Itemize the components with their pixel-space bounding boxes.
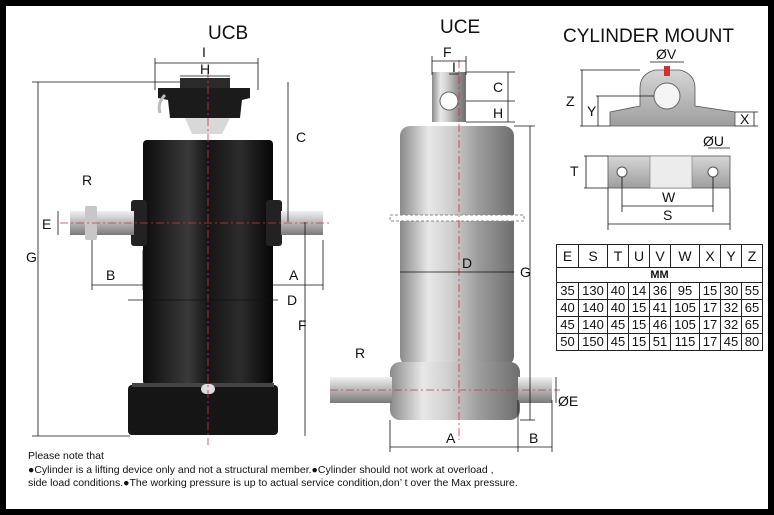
spec-table: E S T U V W X Y Z MM 35 130 40 14 36 95 …: [556, 244, 763, 351]
spec-header-t: T: [607, 244, 629, 268]
ucb-dimensions: [32, 58, 330, 445]
spec-header-u: U: [628, 244, 650, 268]
spec-unit: MM: [556, 267, 763, 283]
table-cell: 14: [628, 282, 650, 300]
uce-label-c: C: [493, 79, 503, 95]
notes-heading: Please note that: [28, 450, 104, 462]
table-cell: 115: [670, 333, 700, 351]
ucb-label-f: F: [298, 317, 307, 333]
table-cell: 40: [607, 282, 629, 300]
uce-label-r: R: [355, 345, 365, 361]
mount-top-view: [607, 155, 731, 189]
ucb-label-a: A: [289, 267, 299, 283]
table-cell: 105: [670, 316, 700, 334]
table-row: 35 130 40 14 36 95 15 30 55: [556, 282, 763, 300]
spec-header-w: W: [670, 244, 700, 268]
table-cell: 15: [699, 282, 721, 300]
uce-dimensions: [330, 56, 560, 452]
table-cell: 40: [607, 299, 629, 317]
table-row: 50 150 45 15 51 115 17 45 80: [556, 333, 763, 351]
table-cell: 32: [720, 299, 742, 317]
mount-label-y: Y: [587, 103, 597, 119]
ucb-label-b: B: [106, 267, 115, 283]
table-cell: 36: [649, 282, 671, 300]
table-cell: 55: [741, 282, 763, 300]
ucb-title: UCB: [208, 23, 248, 44]
table-cell: 45: [556, 316, 579, 334]
ucb-label-c: C: [296, 129, 306, 145]
table-cell: 150: [578, 333, 608, 351]
uce-label-g: G: [520, 264, 531, 280]
spec-unit-row: MM: [556, 267, 763, 283]
ucb-label-e: E: [42, 216, 51, 232]
table-cell: 46: [649, 316, 671, 334]
table-cell: 45: [607, 316, 629, 334]
mount-title: CYLINDER MOUNT: [563, 26, 734, 47]
table-cell: 80: [741, 333, 763, 351]
table-cell: 50: [556, 333, 579, 351]
mount-label-u: ØU: [703, 133, 724, 149]
spec-header-s: S: [578, 244, 608, 268]
notes-line-1: ●Cylinder is a lifting device only and n…: [28, 463, 494, 476]
table-cell: 105: [670, 299, 700, 317]
table-cell: 95: [670, 282, 700, 300]
table-cell: 17: [699, 299, 721, 317]
table-row: 45 140 45 15 46 105 17 32 65: [556, 316, 763, 334]
table-cell: 15: [628, 316, 650, 334]
uce-label-e: ØE: [558, 393, 578, 409]
ucb-cylinder: [70, 78, 323, 435]
uce-title: UCE: [440, 17, 480, 38]
table-cell: 45: [720, 333, 742, 351]
ucb-label-g: G: [26, 249, 37, 265]
table-cell: 32: [720, 316, 742, 334]
table-cell: 30: [720, 282, 742, 300]
table-row: 40 140 40 15 41 105 17 32 65: [556, 299, 763, 317]
table-cell: 15: [628, 299, 650, 317]
table-cell: 65: [741, 316, 763, 334]
table-cell: 45: [607, 333, 629, 351]
mount-label-s: S: [663, 207, 672, 223]
table-cell: 15: [628, 333, 650, 351]
uce-label-a: A: [446, 430, 456, 446]
mount-label-v: ØV: [656, 46, 677, 62]
table-cell: 51: [649, 333, 671, 351]
spec-header-row: E S T U V W X Y Z: [556, 244, 763, 268]
uce-label-b: B: [529, 430, 538, 446]
table-cell: 17: [699, 333, 721, 351]
table-cell: 35: [556, 282, 579, 300]
uce-label-i: I: [452, 59, 456, 75]
uce-label-f: F: [443, 44, 452, 60]
uce-label-h: H: [493, 105, 503, 121]
mount-side-view: [609, 66, 736, 127]
table-cell: 65: [741, 299, 763, 317]
ucb-label-d: D: [287, 292, 297, 308]
table-cell: 140: [578, 316, 608, 334]
ucb-label-r: R: [82, 172, 92, 188]
mount-label-z: Z: [566, 93, 575, 109]
uce-label-d: D: [462, 255, 472, 271]
mount-label-w: W: [662, 189, 676, 205]
notes-line-2: side load conditions.●The working pressu…: [28, 477, 518, 489]
table-cell: 17: [699, 316, 721, 334]
ucb-label-i: I: [202, 44, 206, 60]
mount-dimensions: [580, 61, 758, 230]
spec-header-y: Y: [720, 244, 742, 268]
table-cell: 140: [578, 299, 608, 317]
spec-header-v: V: [649, 244, 671, 268]
spec-header-z: Z: [741, 244, 763, 268]
spec-header-x: X: [699, 244, 721, 268]
table-cell: 41: [649, 299, 671, 317]
uce-cylinder: [330, 72, 552, 420]
table-cell: 40: [556, 299, 579, 317]
ucb-label-h: H: [200, 61, 210, 77]
mount-label-t: T: [570, 163, 579, 179]
notes-block: Please note that ●Cylinder is a lifting …: [28, 450, 548, 491]
table-cell: 130: [578, 282, 608, 300]
mount-label-x: X: [740, 111, 750, 127]
spec-header-e: E: [556, 244, 579, 268]
